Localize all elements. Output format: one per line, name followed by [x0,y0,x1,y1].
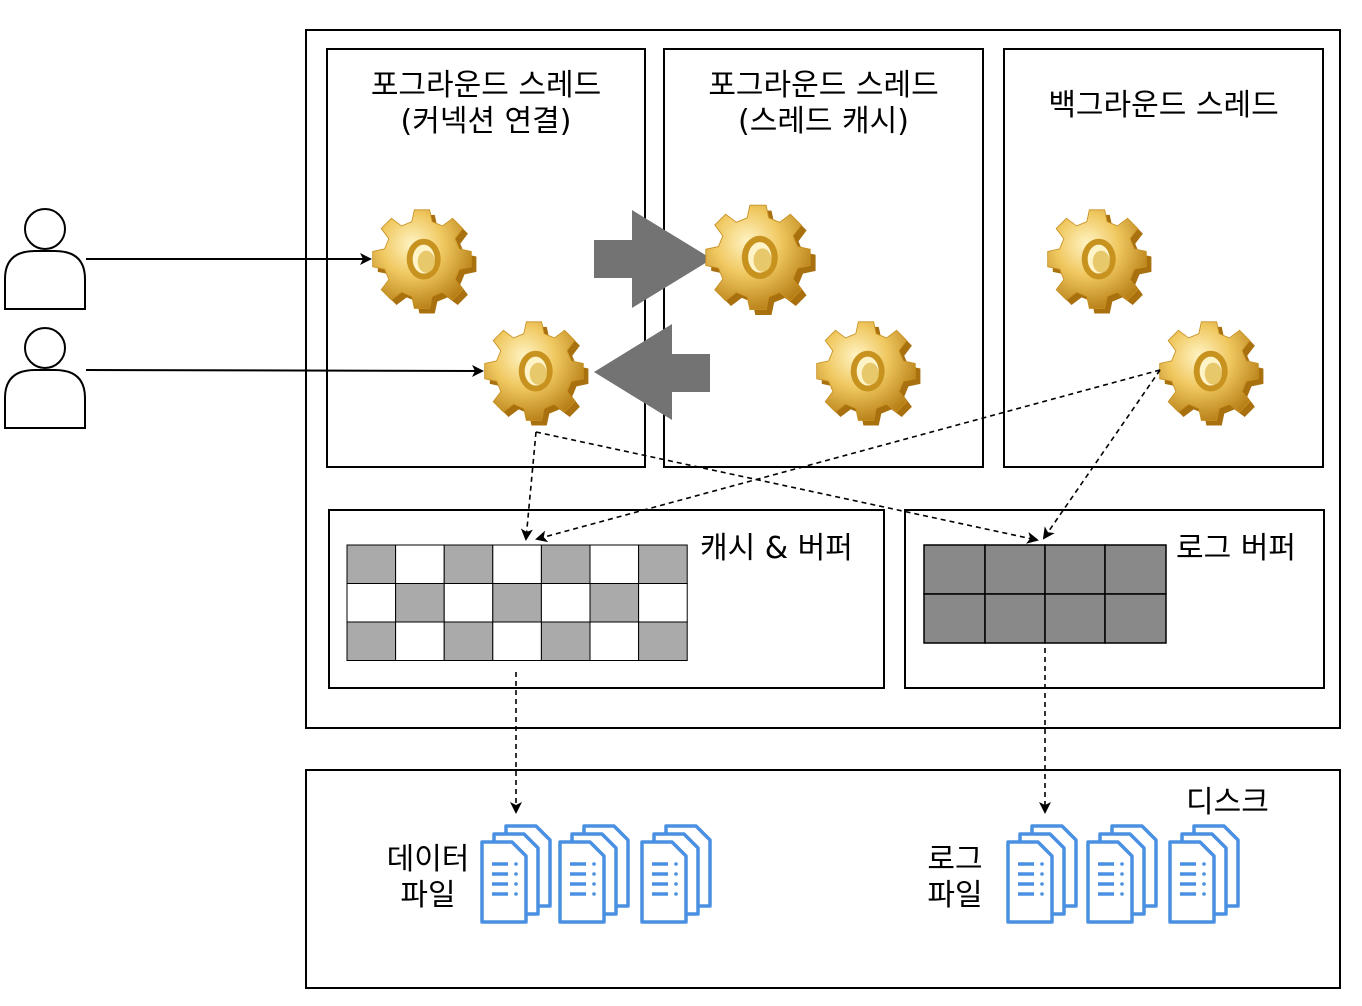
arrow-left-icon [594,324,710,420]
fg-connection-title-line2: (커넥션 연결) [400,104,572,139]
gear-icon [705,204,817,316]
log-files-label-line1: 로그 [927,842,983,877]
gear-icon [816,321,921,426]
file-stack-icon [642,826,710,922]
gear-icon [372,209,477,314]
data-files-label: 데이터 파일 [378,842,478,914]
data-files-label-line2: 파일 [400,878,456,913]
fg-cache-title-line1: 포그라운드 스레드 [708,68,939,103]
gear-icon [484,321,589,426]
log-files-label: 로그 파일 [920,842,990,914]
arrow-right-icon [594,210,712,308]
fg-cache-title: 포그라운드 스레드 (스레드 캐시) [663,68,984,140]
data-files-label-line1: 데이터 [386,842,470,877]
log-files-label-line2: 파일 [927,878,983,913]
file-stack-icon [1170,826,1238,922]
user-icon [4,327,86,429]
cache-buffer-label: 캐시 & 버퍼 [700,531,853,566]
gear-icon [1159,321,1264,426]
fg-cache-title-line2: (스레드 캐시) [738,104,909,139]
file-stack-icon [482,826,550,922]
file-stack-icon [560,826,628,922]
fg-connection-title-line1: 포그라운드 스레드 [370,68,602,103]
log-buffer-grid [923,544,1167,644]
file-stack-icon [1008,826,1076,922]
bg-thread-title-line1: 백그라운드 스레드 [1048,88,1279,123]
file-stack-icon [1088,826,1156,922]
dashed-arrow [520,431,537,541]
disk-title: 디스크 [1186,785,1269,820]
gear-icon [1047,209,1152,314]
cache-buffer-grid [346,544,688,661]
log-buffer-label: 로그 버퍼 [1176,531,1296,566]
dashed-arrow [1042,369,1161,540]
bg-thread-title: 백그라운드 스레드 [1003,88,1324,124]
dashed-arrow [535,431,1039,544]
fg-connection-title: 포그라운드 스레드 (커넥션 연결) [326,68,646,140]
user-icon [4,208,86,310]
user-connection-arrow [85,364,484,377]
